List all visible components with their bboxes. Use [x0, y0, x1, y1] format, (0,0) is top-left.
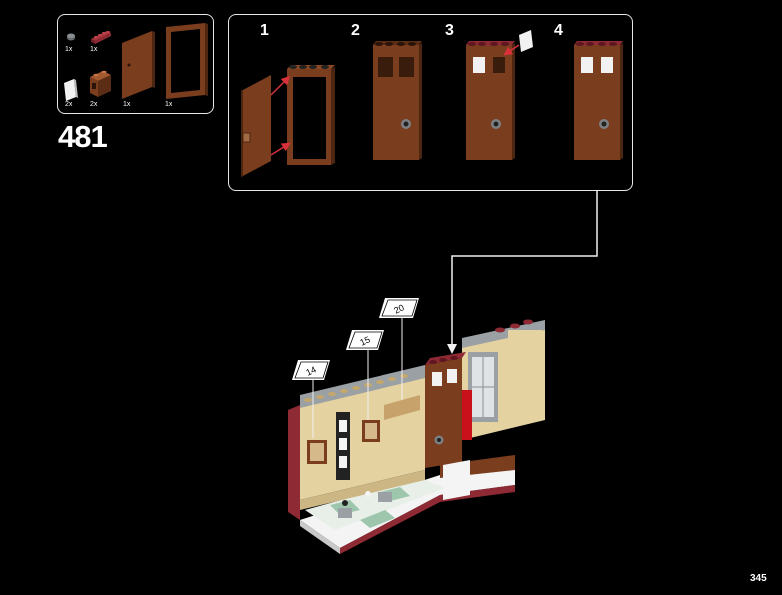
substep-label: 2 — [351, 22, 360, 39]
substep-2-illustration — [373, 41, 422, 160]
door-frame-brown-icon — [166, 23, 208, 99]
substep-callout: 1 2 3 4 — [228, 14, 633, 191]
substep-label: 3 — [445, 22, 454, 39]
figure-tag-label: 15 — [358, 334, 371, 347]
window-glass-white-icon — [64, 79, 78, 101]
round-tile-dark-grey-icon — [67, 33, 75, 41]
figure-tag-label: 14 — [304, 364, 317, 377]
part-qty: 1x — [165, 101, 173, 108]
part-qty: 2x — [90, 101, 98, 108]
part-qty: 1x — [123, 101, 131, 108]
part-qty: 1x — [65, 46, 73, 53]
plate-1x4-dark-red-icon — [91, 31, 111, 44]
figure-tag-14: 14 — [292, 360, 330, 380]
parts-callout: 1x 1x 1x 1x 2x 2x — [57, 14, 214, 114]
window-frame-brown-icon — [90, 70, 111, 97]
substep-label: 1 — [260, 22, 269, 39]
substep-art — [241, 30, 623, 177]
figure-tag-15: 15 — [346, 330, 384, 350]
step-number: 481 — [58, 119, 108, 154]
parts-art — [64, 23, 208, 101]
substep-3-illustration — [466, 30, 533, 160]
part-qty: 2x — [65, 101, 73, 108]
part-qty: 1x — [90, 46, 98, 53]
figure-tag-20: 20 — [379, 298, 419, 318]
page-number: 345 — [750, 573, 767, 584]
substep-label: 4 — [554, 22, 563, 39]
figure-tag-label: 20 — [392, 302, 405, 315]
door-panel-brown-icon — [122, 31, 155, 99]
substep-1-illustration — [241, 65, 335, 177]
substep-4-illustration — [574, 41, 623, 160]
